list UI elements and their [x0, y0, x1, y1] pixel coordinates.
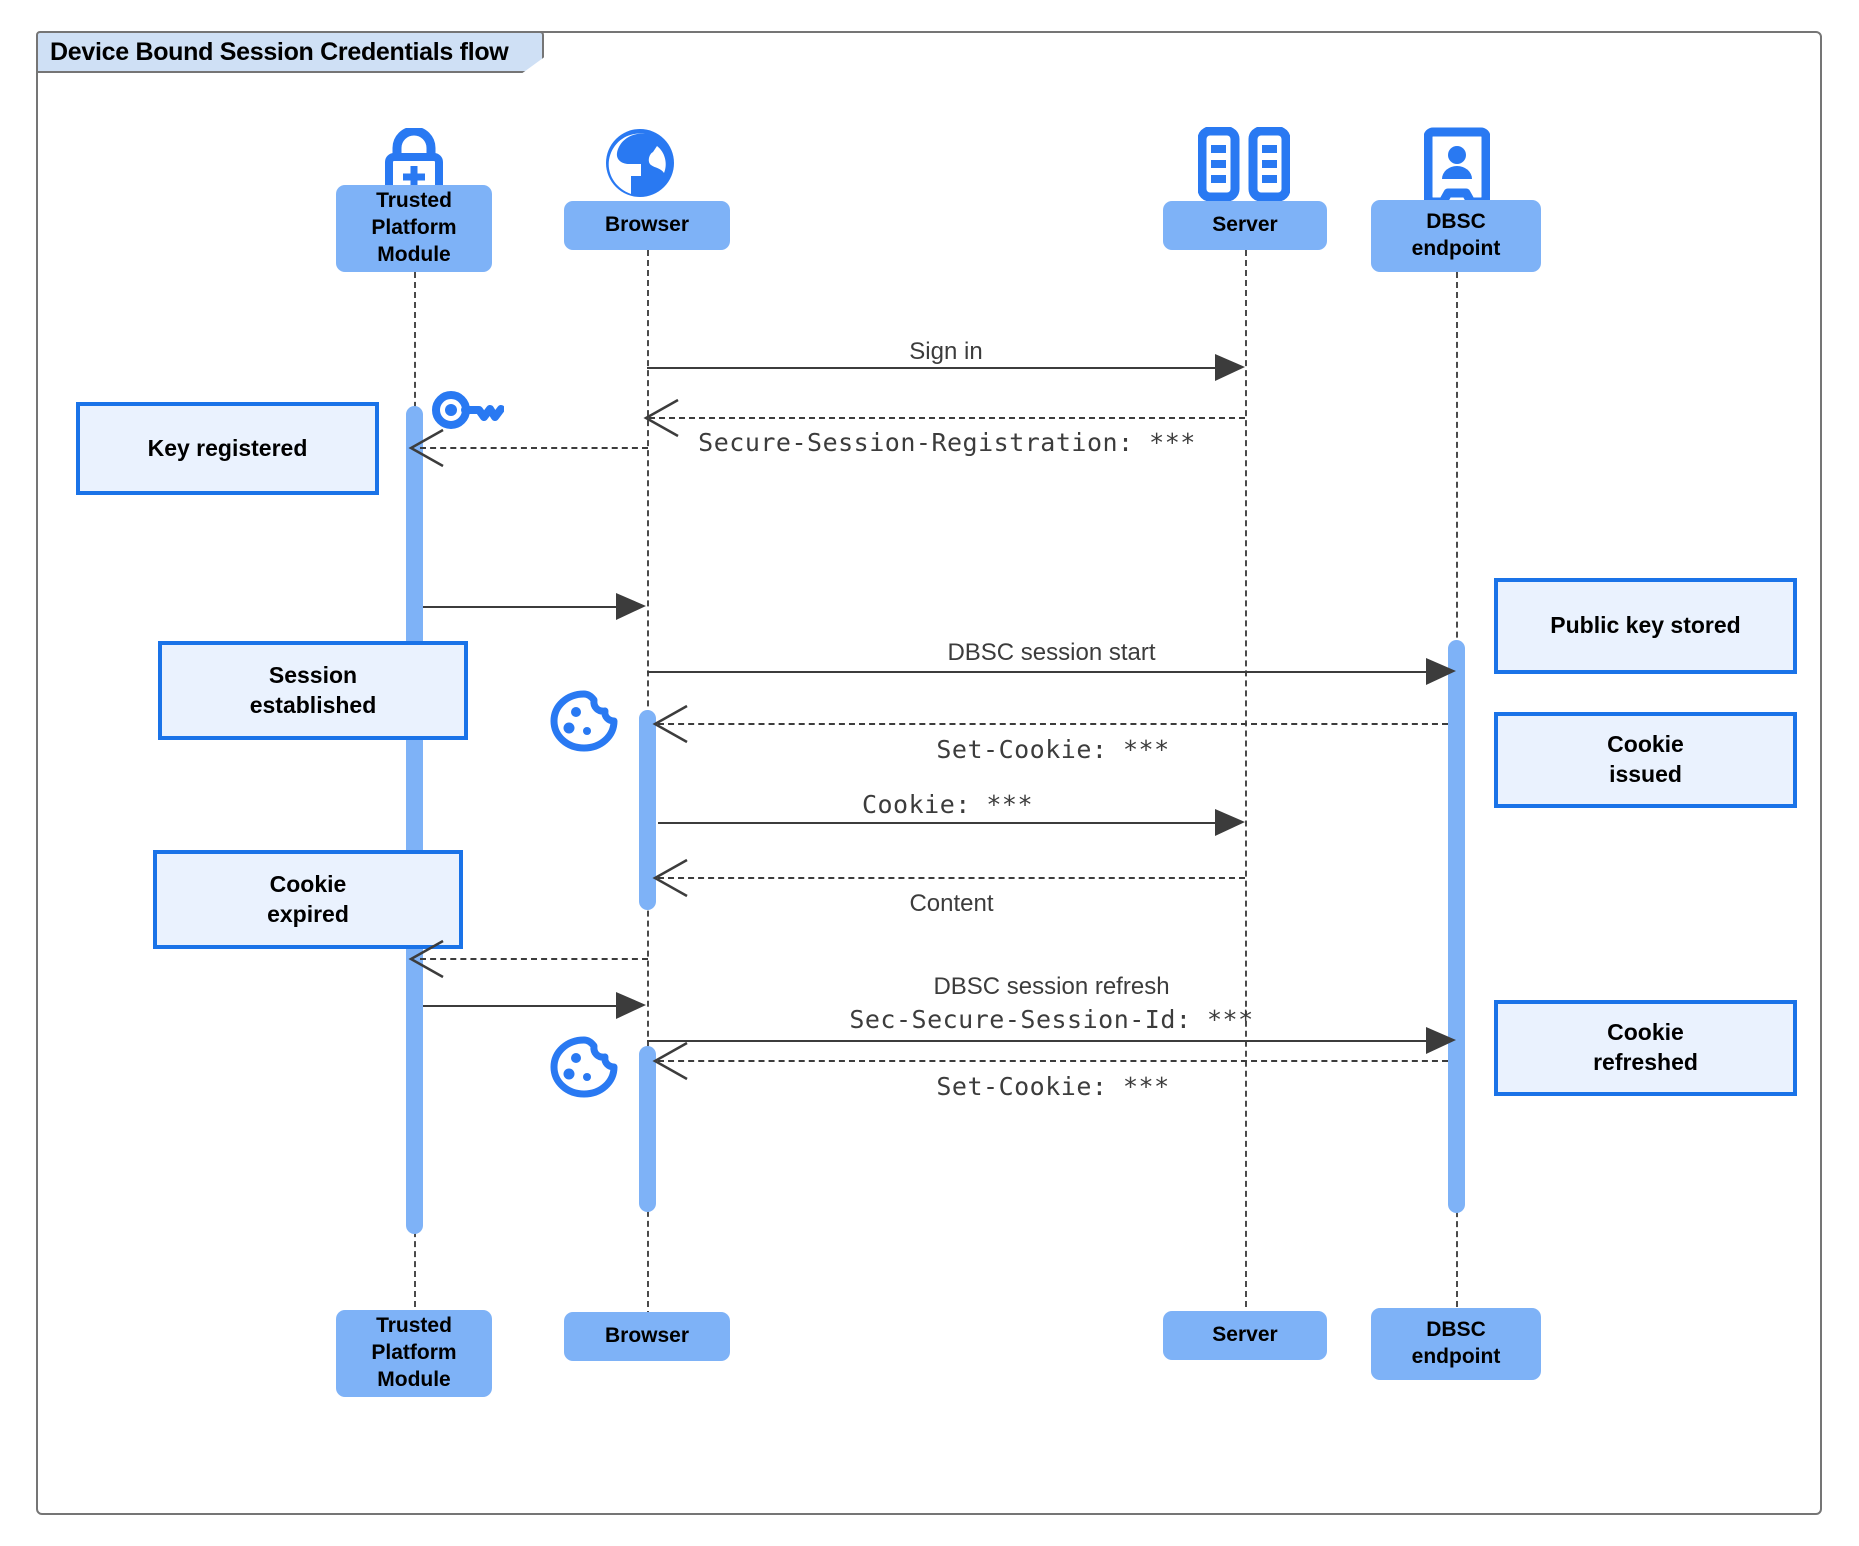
cookie-icon [549, 1036, 621, 1103]
message-label-content: Content [909, 890, 994, 917]
arrowhead-dbsc-session-refresh [1426, 1027, 1456, 1054]
message-line-content [658, 877, 1245, 879]
participant-tpm-bottom[interactable]: Trusted Platform Module [336, 1310, 492, 1397]
message-label-set-cookie-2: Set-Cookie: *** [936, 1072, 1170, 1101]
key-icon [432, 388, 505, 437]
participant-browser-top[interactable]: Browser [564, 201, 730, 250]
arrowhead-browser-to-tpm [408, 939, 444, 979]
message-label-cookie: Cookie: *** [861, 790, 1034, 819]
message-line-sign-in [647, 367, 1237, 369]
message-line-tpm-to-browser-1 [423, 606, 637, 608]
note-public-key-stored: Public key stored [1494, 578, 1797, 674]
message-line-tpm-to-browser-2 [423, 1005, 637, 1007]
message-label-dbsc-session-refresh: DBSC session refresh [933, 973, 1170, 1000]
message-line-dbsc-session-refresh [647, 1040, 1447, 1042]
arrowhead-secure-session-registration [643, 398, 679, 438]
participant-server-top[interactable]: Server [1163, 201, 1327, 250]
message-line-set-cookie-1 [658, 723, 1448, 725]
participant-dbsc-bottom[interactable]: DBSC endpoint [1371, 1308, 1541, 1380]
message-label-dbsc-session-start: DBSC session start [947, 639, 1156, 666]
message-line-secure-session-registration [649, 417, 1245, 419]
message-label-sec-secure-session-id: Sec-Secure-Session-Id: *** [849, 1005, 1254, 1034]
participant-browser-bottom[interactable]: Browser [564, 1312, 730, 1361]
diagram-title: Device Bound Session Credentials flow [36, 31, 544, 73]
arrowhead-registration-to-tpm [408, 428, 444, 468]
message-label-set-cookie-1: Set-Cookie: *** [936, 735, 1170, 764]
server-rack-icon [1197, 126, 1291, 206]
arrowhead-sign-in [1215, 354, 1245, 381]
message-line-registration-to-tpm [420, 447, 648, 449]
diagram-frame [36, 31, 1822, 1515]
globe-icon [601, 124, 679, 207]
message-label-secure-session-registration: Secure-Session-Registration: *** [698, 428, 1196, 457]
message-label-sign-in: Sign in [909, 338, 983, 365]
participant-dbsc-top[interactable]: DBSC endpoint [1371, 200, 1541, 272]
participant-server-bottom[interactable]: Server [1163, 1311, 1327, 1360]
id-badge-icon [1423, 127, 1491, 212]
activation-bar-dbsc [1448, 640, 1465, 1213]
activation-bar-browser-1 [639, 710, 656, 910]
message-line-cookie [658, 822, 1237, 824]
arrowhead-cookie [1215, 809, 1245, 836]
activation-bar-browser-2 [639, 1046, 656, 1212]
participant-tpm-top[interactable]: Trusted Platform Module [336, 185, 492, 272]
arrowhead-tpm-to-browser-1 [616, 593, 646, 620]
note-key-registered: Key registered [76, 402, 379, 495]
lifeline-server [1245, 250, 1247, 1337]
arrowhead-tpm-to-browser-2 [616, 992, 646, 1019]
cookie-icon [549, 690, 621, 757]
note-session-established: Session established [158, 641, 468, 740]
message-line-browser-to-tpm [420, 958, 648, 960]
note-cookie-refreshed: Cookie refreshed [1494, 1000, 1797, 1096]
note-cookie-issued: Cookie issued [1494, 712, 1797, 808]
arrowhead-content [652, 858, 688, 898]
arrowhead-set-cookie-1 [652, 704, 688, 744]
message-line-set-cookie-2 [658, 1060, 1448, 1062]
arrowhead-set-cookie-2 [652, 1041, 688, 1081]
note-cookie-expired: Cookie expired [153, 850, 463, 949]
arrowhead-dbsc-session-start [1426, 658, 1456, 685]
activation-bar-tpm [406, 406, 423, 1234]
message-line-dbsc-session-start [647, 671, 1447, 673]
